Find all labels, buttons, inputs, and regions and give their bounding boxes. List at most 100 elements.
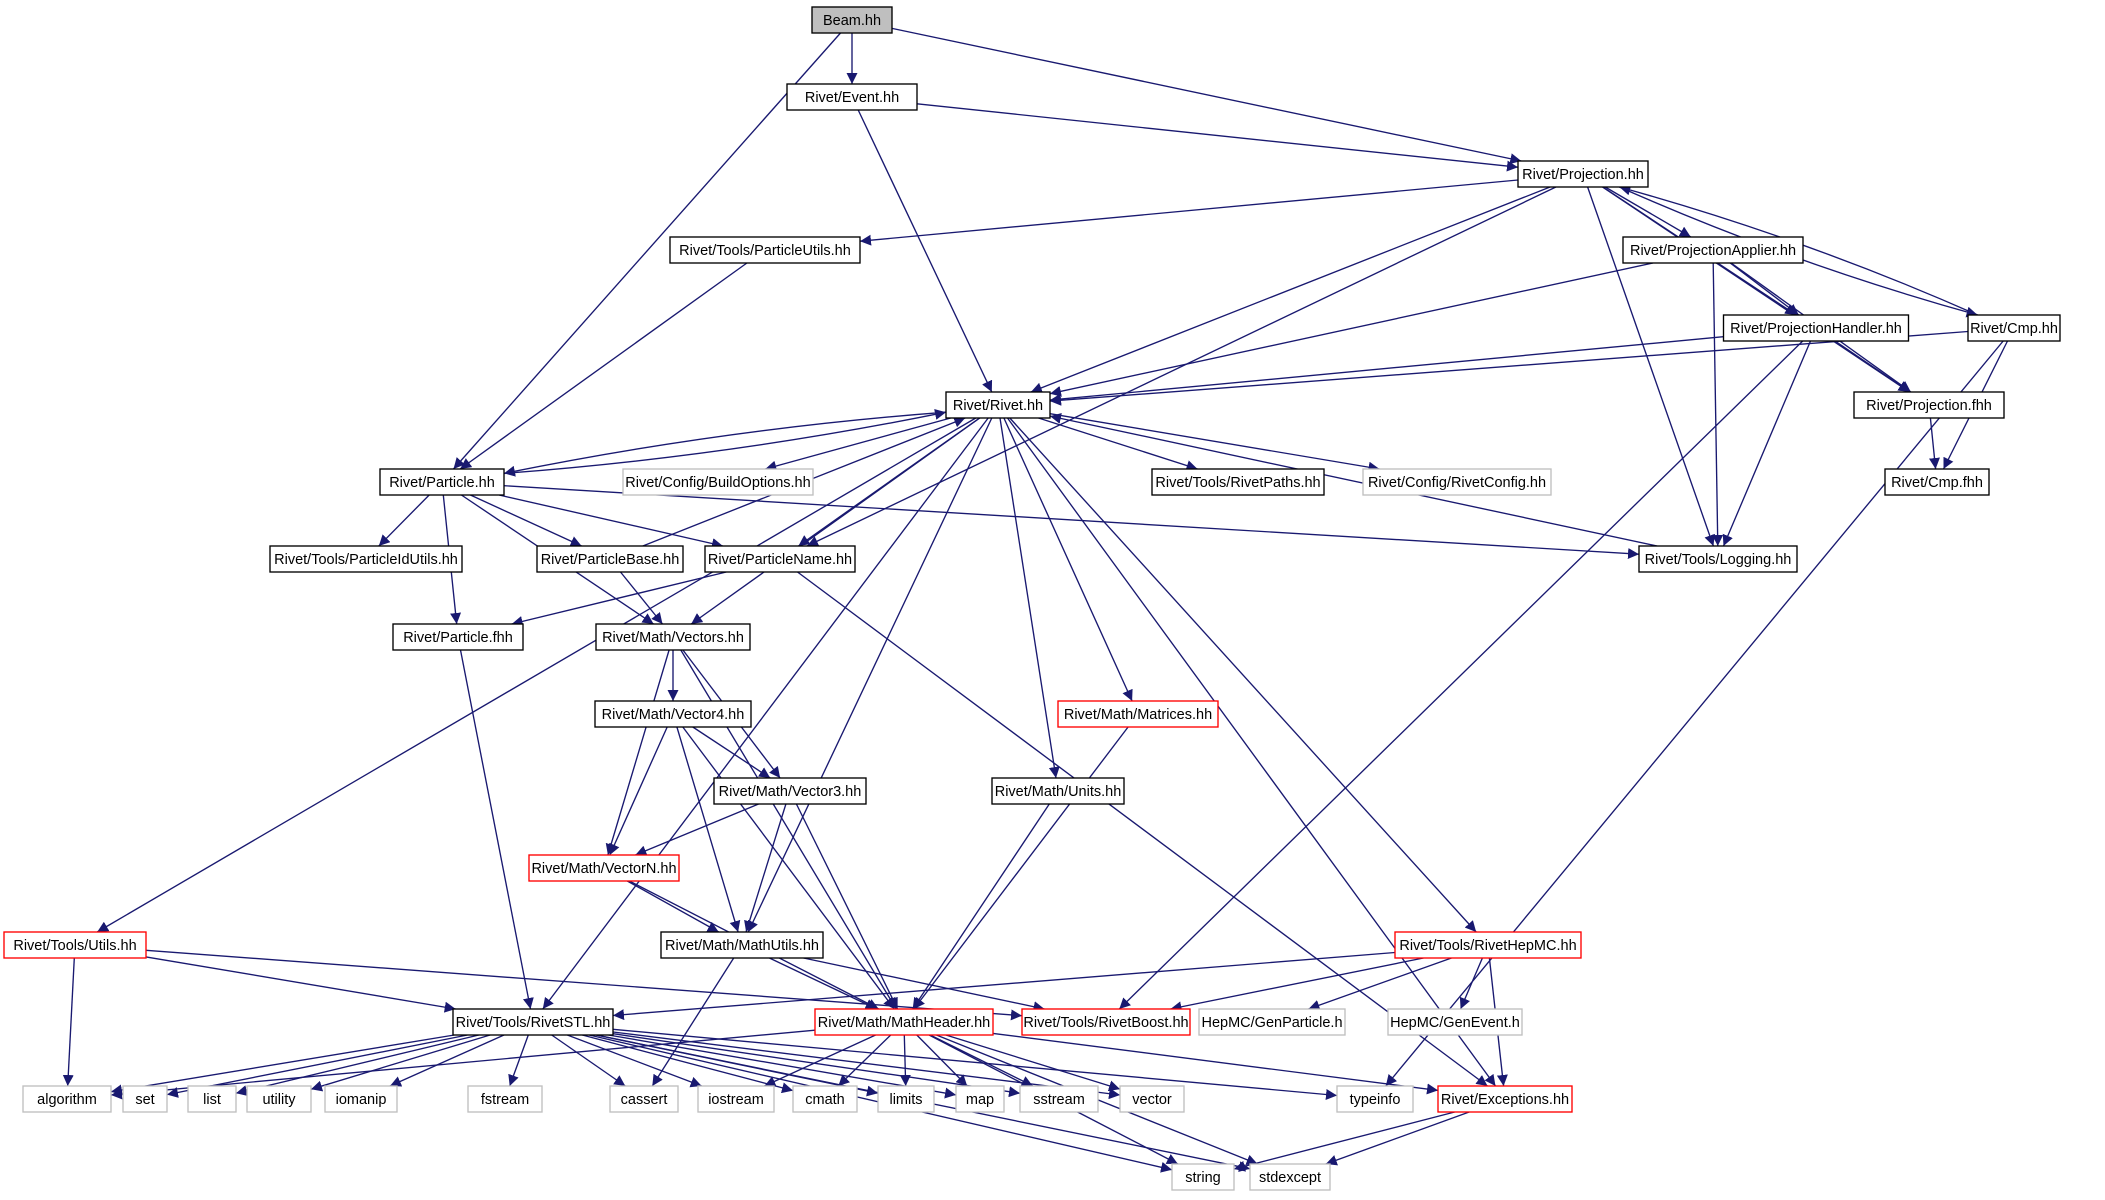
nodes-layer: Beam.hhRivet/Event.hhRivet/Projection.hh… (3, 6, 2061, 1191)
node-vectorn[interactable]: Rivet/Math/VectorN.hh (528, 854, 680, 882)
node-typeinfo[interactable]: typeinfo (1336, 1085, 1414, 1113)
node-box-cmath (792, 1085, 858, 1113)
node-rivetboost[interactable]: Rivet/Tools/RivetBoost.hh (1021, 1008, 1191, 1036)
node-cassert[interactable]: cassert (609, 1085, 679, 1113)
node-box-typeinfo (1336, 1085, 1414, 1113)
node-box-particlebase (536, 545, 684, 573)
node-label-projhandler: Rivet/ProjectionHandler.hh (1730, 321, 1902, 337)
node-utility[interactable]: utility (246, 1085, 312, 1113)
node-string[interactable]: string (1171, 1163, 1235, 1191)
node-box-particlename (704, 545, 856, 573)
node-label-vectors: Rivet/Math/Vectors.hh (602, 630, 744, 646)
node-rivetconfig[interactable]: Rivet/Config/RivetConfig.hh (1362, 468, 1552, 496)
node-box-beam (811, 6, 893, 34)
node-label-cmpfhh: Rivet/Cmp.fhh (1891, 475, 1983, 491)
node-label-event: Rivet/Event.hh (805, 90, 899, 106)
node-particleutils[interactable]: Rivet/Tools/ParticleUtils.hh (669, 236, 861, 264)
edge-particle-to-particlename (498, 494, 724, 549)
node-label-particlebase: Rivet/ParticleBase.hh (541, 552, 680, 568)
node-cmath[interactable]: cmath (792, 1085, 858, 1113)
node-set[interactable]: set (122, 1085, 168, 1113)
edge-rivet-to-particle (503, 411, 947, 477)
edge-rivetstl-to-list (235, 1034, 479, 1096)
edge-rivet-to-matrices (1003, 417, 1133, 702)
node-projapplier[interactable]: Rivet/ProjectionApplier.hh (1622, 236, 1804, 264)
edge-rivet-to-rivetpaths (1038, 417, 1198, 471)
node-label-particlename: Rivet/ParticleName.hh (708, 552, 852, 568)
edge-particlename-to-particlefhh (511, 571, 727, 627)
node-box-genevent (1387, 1008, 1523, 1036)
node-sstream[interactable]: sstream (1019, 1085, 1099, 1113)
node-event[interactable]: Rivet/Event.hh (786, 83, 918, 111)
node-exceptions[interactable]: Rivet/Exceptions.hh (1437, 1085, 1573, 1113)
node-mathheader[interactable]: Rivet/Math/MathHeader.hh (814, 1008, 994, 1036)
node-matrices[interactable]: Rivet/Math/Matrices.hh (1057, 700, 1219, 728)
node-box-stdexcept (1249, 1163, 1331, 1191)
node-limits[interactable]: limits (877, 1085, 935, 1113)
node-units[interactable]: Rivet/Math/Units.hh (991, 777, 1125, 805)
node-label-beam: Beam.hh (823, 13, 881, 29)
node-rivet[interactable]: Rivet/Rivet.hh (945, 391, 1051, 419)
node-map[interactable]: map (955, 1085, 1005, 1113)
node-particlefhh[interactable]: Rivet/Particle.fhh (392, 623, 524, 651)
node-iostream[interactable]: iostream (697, 1085, 775, 1113)
node-label-projection: Rivet/Projection.hh (1522, 167, 1644, 183)
node-box-buildopts (622, 468, 814, 496)
node-cmp[interactable]: Rivet/Cmp.hh (1967, 314, 2061, 342)
node-label-particle: Rivet/Particle.hh (389, 475, 495, 491)
node-projection[interactable]: Rivet/Projection.hh (1517, 160, 1649, 188)
edge-rivetstl-to-cassert (551, 1034, 626, 1087)
node-genparticle[interactable]: HepMC/GenParticle.h (1198, 1008, 1346, 1036)
edge-particlename-to-exceptions (797, 571, 1488, 1087)
node-box-rivethepmc (1394, 931, 1582, 959)
edge-vector4-to-mathutils (676, 726, 741, 933)
edges-layer (62, 27, 2009, 1173)
node-vector[interactable]: vector (1119, 1085, 1185, 1113)
node-cmpfhh[interactable]: Rivet/Cmp.fhh (1884, 468, 1990, 496)
edge-rivet-to-exceptions (1006, 417, 1497, 1087)
node-utils[interactable]: Rivet/Tools/Utils.hh (3, 931, 147, 959)
node-mathutils[interactable]: Rivet/Math/MathUtils.hh (660, 931, 824, 959)
node-list[interactable]: list (187, 1085, 237, 1113)
edge-event-to-rivet (857, 109, 993, 393)
node-vector4[interactable]: Rivet/Math/Vector4.hh (594, 700, 752, 728)
node-vectors[interactable]: Rivet/Math/Vectors.hh (595, 623, 751, 651)
node-label-rivetpaths: Rivet/Tools/RivetPaths.hh (1155, 475, 1320, 491)
node-fstream[interactable]: fstream (467, 1085, 543, 1113)
node-box-rivetconfig (1362, 468, 1552, 496)
edge-rivet-to-rivethepmc (1009, 417, 1477, 933)
node-rivethepmc[interactable]: Rivet/Tools/RivetHepMC.hh (1394, 931, 1582, 959)
edge-rivetstl-to-iomanip (389, 1034, 505, 1087)
node-box-logging (1638, 545, 1798, 573)
node-label-vectorn: Rivet/Math/VectorN.hh (531, 861, 676, 877)
edge-beam-to-projection (891, 27, 1522, 165)
node-label-vector3: Rivet/Math/Vector3.hh (719, 784, 862, 800)
node-label-utils: Rivet/Tools/Utils.hh (13, 938, 136, 954)
edge-logging-to-rivet (1049, 413, 1658, 547)
node-projfhh[interactable]: Rivet/Projection.fhh (1853, 391, 2005, 419)
node-projhandler[interactable]: Rivet/ProjectionHandler.hh (1722, 314, 1910, 342)
node-particle[interactable]: Rivet/Particle.hh (379, 468, 505, 496)
edge-particleutils-to-particle (459, 262, 748, 470)
node-box-particleidutils (269, 545, 463, 573)
node-iomanip[interactable]: iomanip (324, 1085, 398, 1113)
node-label-genparticle: HepMC/GenParticle.h (1201, 1015, 1342, 1031)
node-box-genparticle (1198, 1008, 1346, 1036)
node-beam[interactable]: Beam.hh (811, 6, 893, 34)
node-buildopts[interactable]: Rivet/Config/BuildOptions.hh (622, 468, 814, 496)
node-genevent[interactable]: HepMC/GenEvent.h (1387, 1008, 1523, 1036)
node-logging[interactable]: Rivet/Tools/Logging.hh (1638, 545, 1798, 573)
node-rivetpaths[interactable]: Rivet/Tools/RivetPaths.hh (1151, 468, 1325, 496)
node-particleidutils[interactable]: Rivet/Tools/ParticleIdUtils.hh (269, 545, 463, 573)
edge-rivetstl-to-algorithm (110, 1034, 455, 1096)
node-rivetstl[interactable]: Rivet/Tools/RivetSTL.hh (452, 1008, 614, 1036)
node-particlebase[interactable]: Rivet/ParticleBase.hh (536, 545, 684, 573)
node-box-iostream (697, 1085, 775, 1113)
node-vector3[interactable]: Rivet/Math/Vector3.hh (713, 777, 867, 805)
node-box-cassert (609, 1085, 679, 1113)
edge-projfhh-to-cmpfhh (1929, 417, 1940, 470)
edge-vectors-to-vectorn (605, 649, 670, 856)
node-algorithm[interactable]: algorithm (22, 1085, 112, 1113)
node-particlename[interactable]: Rivet/ParticleName.hh (704, 545, 856, 573)
node-stdexcept[interactable]: stdexcept (1249, 1163, 1331, 1191)
